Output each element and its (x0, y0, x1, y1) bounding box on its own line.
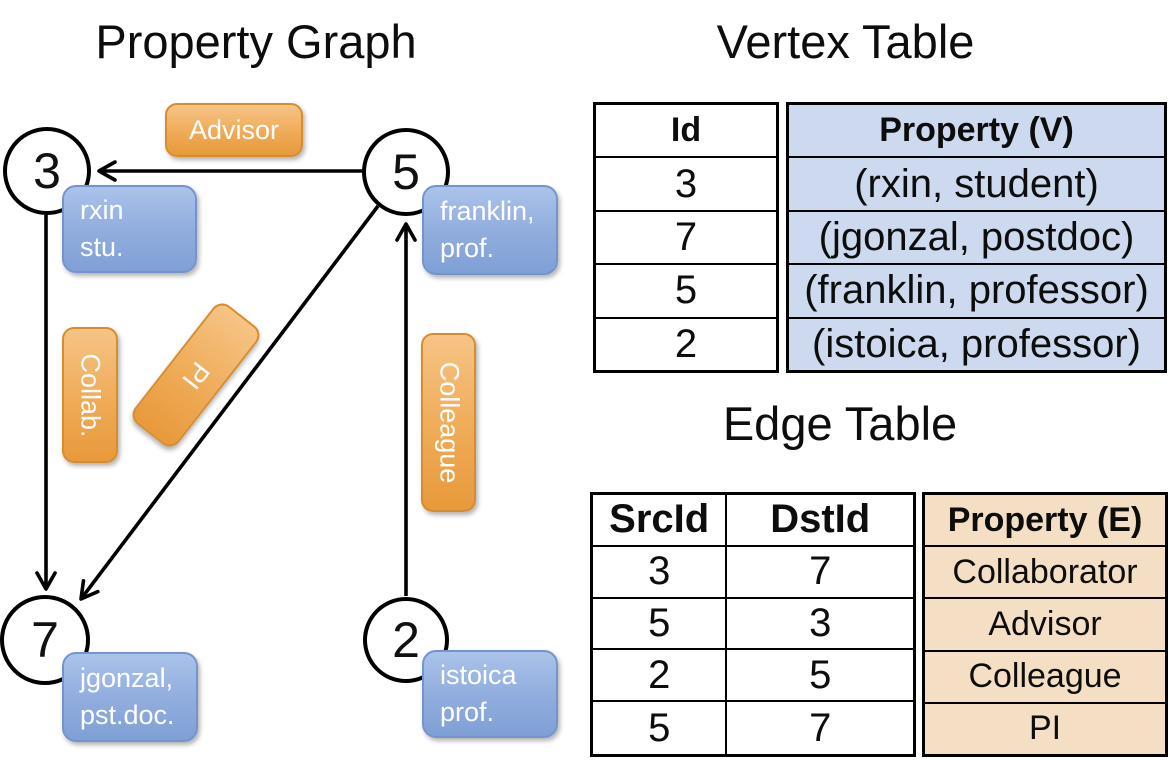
vertex-table-id-cell: 7 (596, 212, 776, 266)
vertex-table-id-cell: 5 (596, 265, 776, 319)
vertex-table-property-cell: (franklin, professor) (789, 265, 1164, 319)
vertex-node-7-id: 7 (31, 612, 59, 668)
edge-table-property-cell: PI (1028, 709, 1062, 748)
vertex-node-3-id: 3 (33, 143, 61, 199)
vertex-property-line: stu. (80, 232, 124, 262)
edge-table-property-column: Property (E) Collaborator Advisor Collea… (922, 492, 1168, 757)
vertex-table-property-header: Property (V) (789, 105, 1164, 159)
edge-property-label: Advisor (188, 114, 280, 145)
edge-table-property-header: Property (E) (925, 495, 1165, 548)
vertex-property-box-rxin: rxin stu. (62, 185, 197, 273)
edge-table-property-cell: Collaborator (925, 547, 1165, 600)
vertex-table-title: Vertex Table (716, 15, 975, 68)
edge-property-label: Collab. (75, 352, 106, 438)
edge-property-box-colleague: Colleague (421, 333, 476, 512)
vertex-table-id-column: Id 3 7 5 2 (593, 102, 779, 373)
edge-table-dstid-cell: 7 (727, 547, 913, 599)
vertex-property-box-franklin: franklin, prof. (422, 185, 558, 275)
edge-property-box-collab: Collab. (62, 327, 118, 463)
edge-table-property-cell: Advisor (925, 599, 1165, 652)
property-graph-panel: Property Graph 3 5 7 2 rxin (0, 15, 558, 742)
vertex-property-line: prof. (440, 233, 495, 263)
edge-pi-arrow (79, 204, 380, 601)
vertex-property-line: pst.doc. (80, 700, 175, 730)
vertex-node-2: 2 (363, 597, 449, 683)
vertex-table-property-cell: (istoica, professor) (812, 321, 1141, 366)
edge-table-dstid-cell: 7 (809, 705, 832, 750)
vertex-property-line: rxin (80, 194, 124, 225)
vertex-node-5: 5 (362, 128, 450, 216)
edge-table-property-cell: Colleague (925, 652, 1165, 704)
vertex-property-line: istoica (440, 659, 517, 690)
vertex-table-property-column: Property (V) (rxin, student) (jgonzal, p… (786, 102, 1167, 373)
vertex-table: Id 3 7 5 2 Property (V) (rxin, student) … (593, 102, 1167, 373)
vertex-property-line: franklin, (440, 195, 535, 226)
vertex-property-line: jgonzal, (80, 662, 174, 693)
edge-property-label: Colleague (434, 361, 464, 484)
edge-table-srcid-cell: 2 (593, 650, 728, 703)
vertex-table-property-cell: (rxin, student) (789, 158, 1164, 212)
edge-property-box-advisor: Advisor (165, 103, 303, 157)
graph-edges-layer (35, 160, 417, 601)
edge-table-srcid-cell: 5 (593, 598, 728, 651)
vertex-node-2-id: 2 (392, 612, 420, 668)
edge-table-srcid-cell: 3 (593, 546, 728, 599)
vertex-node-5-id: 5 (392, 144, 420, 200)
edge-table-title: Edge Table (722, 397, 958, 450)
edge-table-srcid-header: SrcId (593, 495, 728, 547)
edge-table-dstid-cell: 5 (727, 650, 913, 703)
property-graph-title: Property Graph (95, 15, 417, 68)
edge-table-dstid-cell: 3 (727, 599, 913, 651)
vertex-table-id-cell: 3 (596, 158, 776, 212)
edge-table-id-columns: SrcId DstId 3 7 5 3 2 5 5 7 (590, 492, 916, 757)
vertex-property-box-istoica: istoica prof. (422, 650, 558, 738)
vertex-property-line: prof. (440, 697, 495, 727)
edge-property-label: PI (176, 356, 217, 395)
vertex-table-id-header: Id (596, 105, 776, 159)
edge-table-dstid-header: DstId (727, 495, 913, 547)
vertex-table-id-cell: 2 (674, 321, 698, 366)
edge-table: SrcId DstId 3 7 5 3 2 5 5 7 Property (E)… (590, 492, 1168, 757)
edge-table-srcid-cell: 5 (593, 702, 728, 754)
vertex-property-box-jgonzal: jgonzal, pst.doc. (62, 652, 198, 742)
vertex-table-property-cell: (jgonzal, postdoc) (789, 212, 1164, 266)
